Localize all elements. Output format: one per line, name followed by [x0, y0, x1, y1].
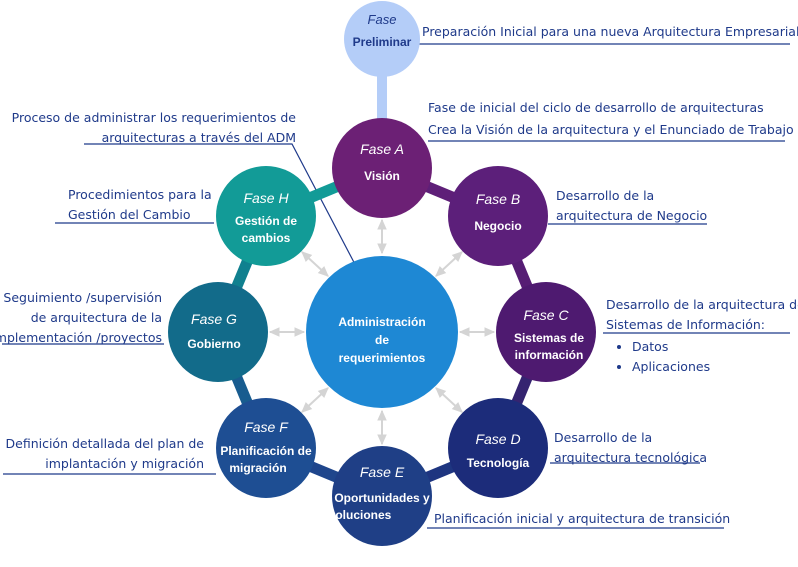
desc-h-line2: Gestión del Cambio — [68, 207, 191, 222]
center-line2: de — [375, 333, 389, 347]
phase-c-name-line2: información — [515, 348, 584, 362]
desc-preliminar: Preparación Inicial para una nueva Arqui… — [422, 22, 798, 42]
phase-a-fase: Fase A — [360, 141, 404, 157]
desc-preliminar-text: Preparación Inicial para una nueva Arqui… — [422, 24, 798, 39]
phase-g-circle[interactable] — [168, 282, 268, 382]
arrow-center-h — [301, 251, 329, 277]
description-underlines — [2, 43, 790, 529]
phase-e-circle[interactable] — [332, 446, 432, 546]
phase-d-name: Tecnología — [467, 456, 530, 470]
desc-c-bullets: Datos Aplicaciones — [606, 337, 798, 377]
desc-adm: Proceso de administrar los requerimiento… — [12, 108, 296, 148]
phase-e-name-line2: soluciones — [329, 508, 392, 522]
desc-h-line1: Procedimientos para la — [68, 187, 212, 202]
phase-f-name-line1: Planificación de — [220, 444, 312, 458]
preliminar-fase-label: Fase — [368, 12, 397, 27]
desc-b-line1: Desarrollo de la — [556, 188, 655, 203]
desc-phase-g: Seguimiento /supervisión de arquitectura… — [0, 288, 162, 348]
phase-preliminar-circle[interactable] — [344, 1, 420, 77]
desc-phase-b: Desarrollo de la arquitectura de Negocio — [556, 186, 707, 226]
desc-c-line1: Desarrollo de la arquitectura de — [606, 297, 798, 312]
desc-phase-f: Definición detallada del plan de implant… — [6, 434, 205, 474]
desc-c-bullet-datos: Datos — [632, 337, 798, 357]
desc-phase-c: Desarrollo de la arquitectura de Sistema… — [606, 295, 798, 377]
phase-d-fase: Fase D — [475, 431, 520, 447]
preliminar-connector — [377, 72, 387, 124]
arrow-center-b — [435, 251, 463, 277]
center-line1: Administración — [338, 315, 425, 329]
desc-adm-line2: arquitecturas a través del ADM — [101, 130, 296, 145]
desc-d-line2: arquitectura tecnológica — [554, 450, 708, 465]
phase-d-circle[interactable] — [448, 398, 548, 498]
phase-b-name: Negocio — [474, 219, 521, 233]
desc-phase-h: Procedimientos para la Gestión del Cambi… — [68, 185, 212, 225]
desc-adm-line1: Proceso de administrar los requerimiento… — [11, 110, 296, 125]
phase-e-name-line1: Oportunidades y — [334, 491, 430, 505]
phase-a-circle[interactable] — [332, 118, 432, 218]
desc-phase-e: Planificación inicial y arquitectura de … — [434, 509, 730, 529]
desc-phase-a: Fase de inicial del ciclo de desarrollo … — [428, 98, 794, 140]
desc-f-line1: Definición detallada del plan de — [5, 436, 205, 451]
phase-c-name-line1: Sistemas de — [514, 331, 584, 345]
underline-adm — [84, 143, 359, 271]
desc-b-line2: arquitectura de Negocio — [556, 208, 708, 223]
desc-c-line2: Sistemas de Información: — [606, 317, 765, 332]
desc-g-line3: implementación /proyectos — [0, 330, 162, 345]
desc-a-line1: Fase de inicial del ciclo de desarrollo … — [428, 100, 764, 115]
phase-f-circle[interactable] — [216, 398, 316, 498]
phase-c-circle[interactable] — [496, 282, 596, 382]
phase-b-fase: Fase B — [476, 191, 520, 207]
center-connectors — [268, 218, 496, 446]
phase-a-name: Visión — [364, 169, 400, 183]
desc-c-bullet-aplicaciones: Aplicaciones — [632, 357, 798, 377]
phase-h-fase: Fase H — [243, 190, 289, 206]
phase-h-name-line1: Gestión de — [235, 214, 297, 228]
desc-d-line1: Desarrollo de la — [554, 430, 653, 445]
phase-c-fase: Fase C — [523, 307, 569, 323]
center-requirements-circle[interactable] — [306, 256, 458, 408]
phase-h-circle[interactable] — [216, 166, 316, 266]
phase-g-fase: Fase G — [191, 311, 237, 327]
desc-g-line2: de arquitectura de la — [30, 310, 162, 325]
center-line3: requerimientos — [339, 351, 426, 365]
preliminar-name: Preliminar — [353, 35, 412, 49]
phase-b-circle[interactable] — [448, 166, 548, 266]
phase-f-fase: Fase F — [244, 419, 289, 435]
desc-g-line1: Seguimiento /supervisión — [3, 290, 162, 305]
desc-a-line2: Crea la Visión de la arquitectura y el E… — [428, 122, 794, 137]
phase-e-fase: Fase E — [360, 464, 405, 480]
arrow-center-d — [435, 387, 463, 413]
desc-phase-d: Desarrollo de la arquitectura tecnológic… — [554, 428, 707, 468]
arrow-center-f — [301, 387, 329, 413]
phase-g-name: Gobierno — [187, 337, 240, 351]
desc-e-text: Planificación inicial y arquitectura de … — [434, 511, 731, 526]
phase-f-name-line2: migración — [229, 461, 286, 475]
phase-h-name-line2: cambios — [242, 231, 291, 245]
desc-f-line2: implantación y migración — [45, 456, 204, 471]
